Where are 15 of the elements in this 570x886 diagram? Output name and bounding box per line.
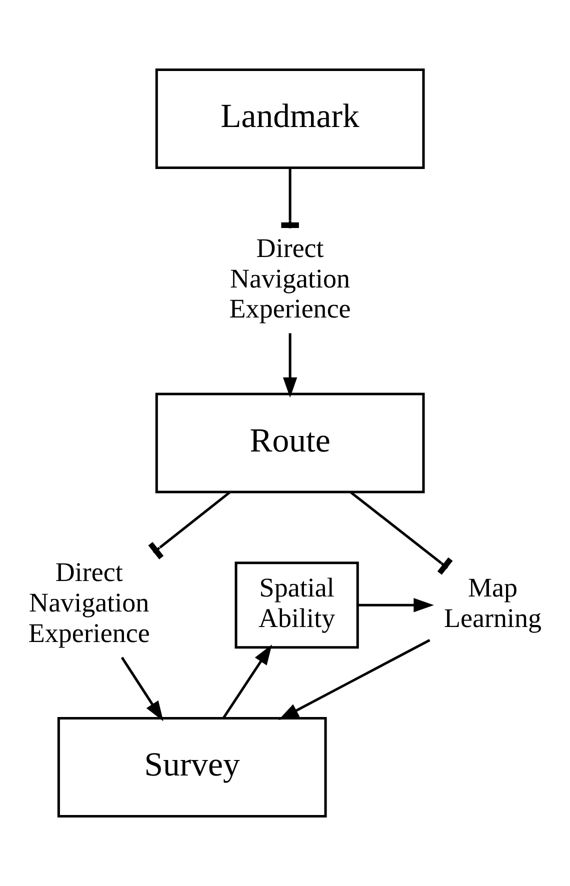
node-box: Route xyxy=(155,392,425,494)
arrow xyxy=(358,598,434,612)
node-box: Survey xyxy=(57,717,327,818)
connector xyxy=(281,168,299,228)
arrow xyxy=(222,644,272,719)
arrow xyxy=(282,333,298,398)
arrow xyxy=(278,638,430,720)
node-box: Landmark xyxy=(155,68,425,169)
node-text: Map Learning xyxy=(444,572,542,633)
connector xyxy=(148,491,231,560)
connector xyxy=(350,491,453,575)
node-text: Direct Navigation Experience xyxy=(28,557,150,648)
arrow xyxy=(120,656,164,722)
node-text: Direct Navigation Experience xyxy=(229,232,351,324)
node-box: Spatial Ability xyxy=(234,562,359,649)
